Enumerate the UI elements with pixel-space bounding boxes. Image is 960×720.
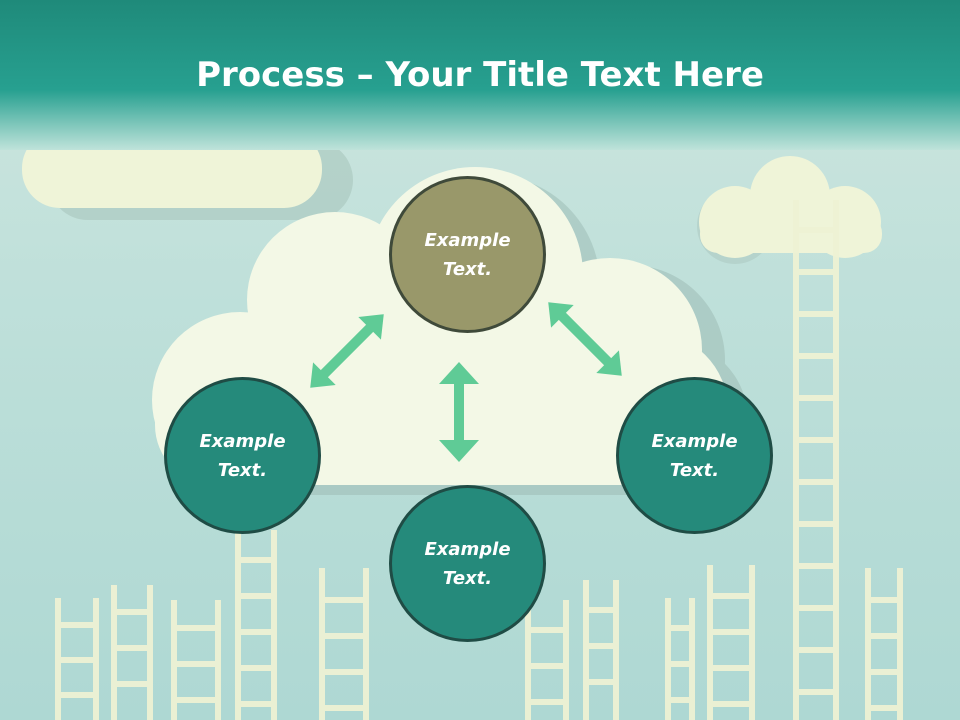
arrow-top-right (548, 302, 622, 376)
arrow-vertical (439, 362, 479, 462)
ladder-tall (793, 200, 839, 720)
ladder-10 (865, 568, 903, 720)
ladder-5 (319, 568, 369, 720)
slide-title: Process – Your Title Text Here (0, 52, 960, 98)
arrow-top-left (310, 314, 384, 388)
title-bold: Process (196, 55, 345, 95)
arrows (310, 302, 622, 462)
title-rest: – Your Title Text Here (344, 55, 764, 95)
title-bar (0, 0, 960, 150)
cloud-top-right (697, 156, 882, 264)
ladders (55, 200, 903, 720)
ladder-9 (707, 565, 755, 720)
ladder-4 (235, 530, 277, 720)
ladder-3 (171, 600, 221, 720)
ladder-2 (111, 585, 153, 720)
ladder-7 (583, 580, 619, 720)
ladder-6 (525, 600, 569, 720)
ladder-1 (55, 598, 99, 720)
ladder-8 (665, 598, 695, 720)
